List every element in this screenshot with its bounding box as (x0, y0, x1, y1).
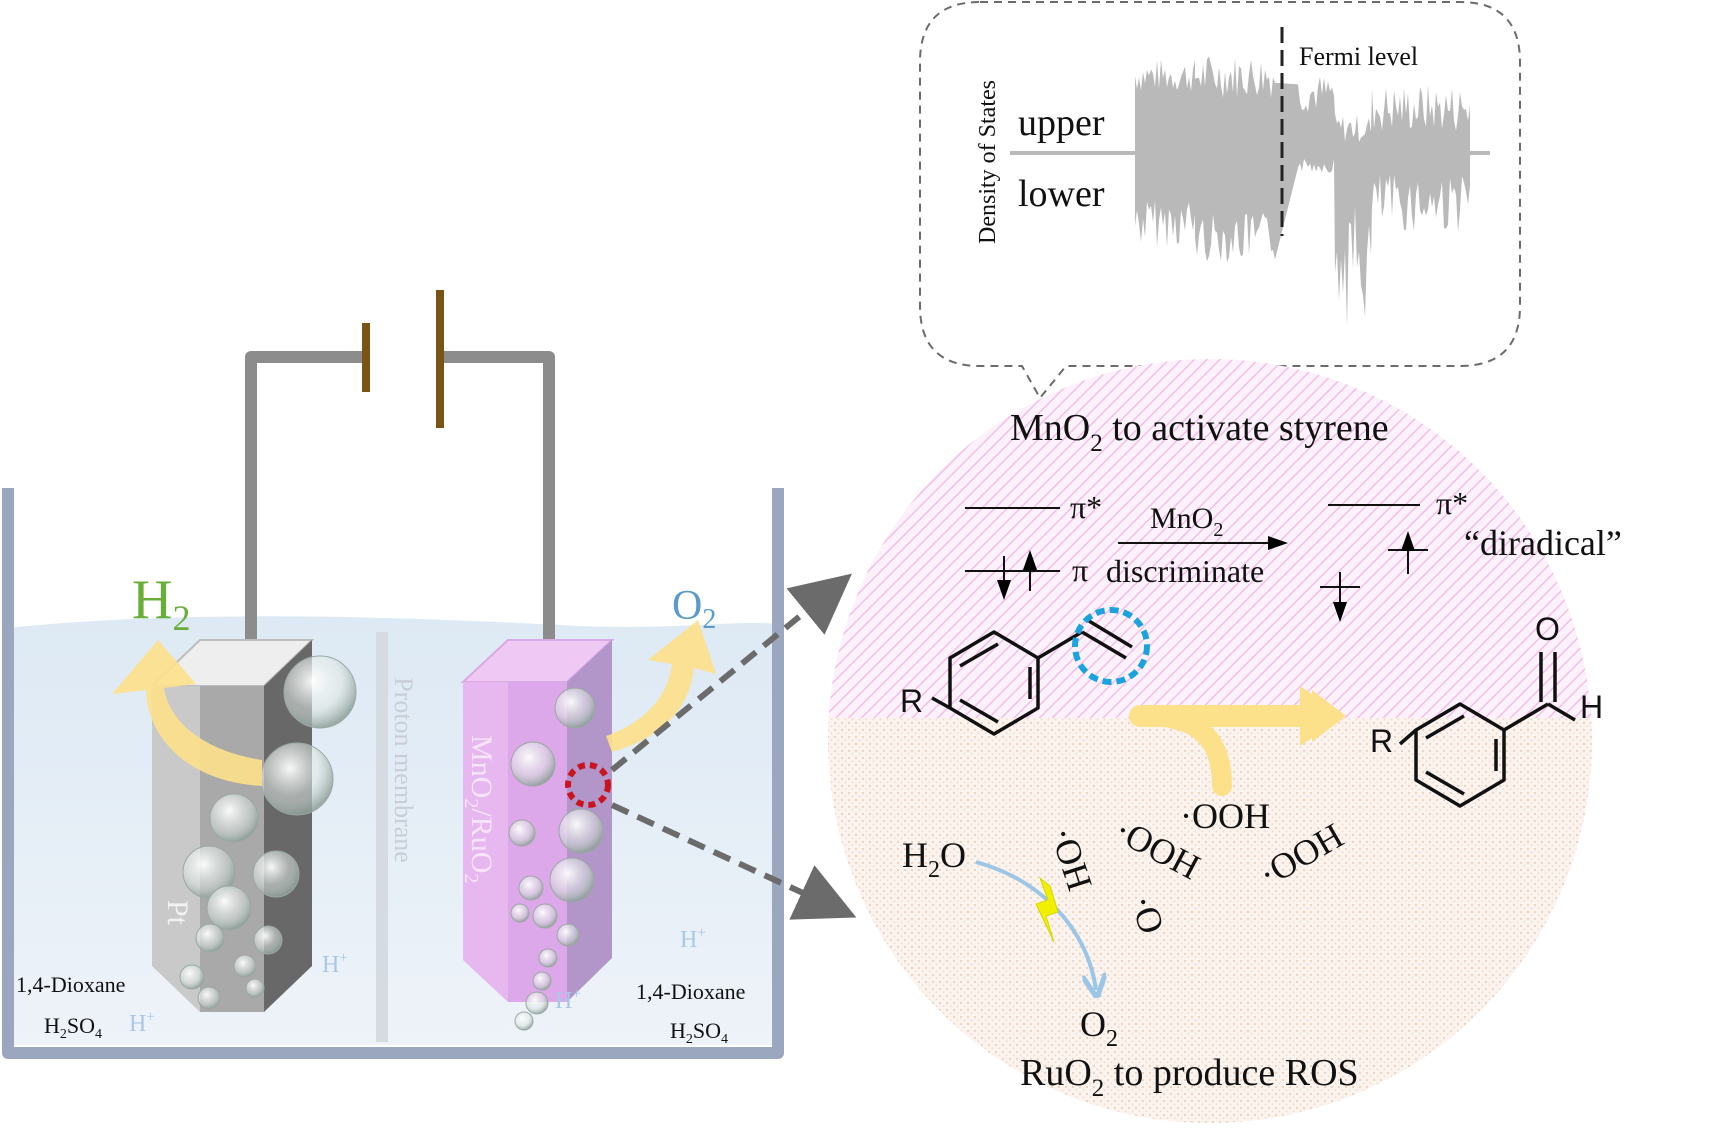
ooh-radical-top: ·OOH (1180, 796, 1270, 836)
ruo2-title: RuO2 to produce ROS (1020, 1052, 1359, 1102)
lightning-icon (1035, 876, 1059, 943)
tank-wall (2, 488, 784, 1059)
bubbles (179, 655, 604, 1031)
cathode-label: Pt (161, 900, 194, 926)
left-electrolyte-line1: 1,4-Dioxane (16, 972, 125, 997)
arrow-top-label: MnO2 (1150, 502, 1223, 541)
aldehyde-o-atom: O (1535, 611, 1560, 647)
o2-product: O2 (1080, 1004, 1118, 1052)
left-electrolyte-line2: H2SO4 (44, 1013, 102, 1042)
benzaldehyde-molecule (1398, 652, 1576, 808)
dos-ylabel: Density of States (975, 80, 1001, 244)
svg-text:H+: H+ (680, 925, 706, 953)
arrow-bottom-label: discriminate (1106, 553, 1264, 589)
pi-star-left: π* (1070, 489, 1102, 525)
dos-upper-spin (1135, 56, 1470, 153)
dos-upper-label: upper (1018, 102, 1105, 144)
wire-right (440, 351, 555, 640)
dos-lower-spin (1135, 153, 1470, 327)
dos-callout: Density of States upper lower Fermi leve… (919, 1, 1521, 400)
h2-evolution-arrow (112, 640, 262, 786)
orbital-diagram-left (965, 507, 1060, 600)
svg-text:H+: H+ (129, 1009, 155, 1037)
mechanism-circle: MnO2 to activate styrene π* π MnO2 discr… (828, 359, 1622, 1123)
right-electrolyte-line2: H2SO4 (670, 1018, 728, 1047)
svg-text:H+: H+ (555, 986, 581, 1014)
zoom-arrow-upper (610, 573, 852, 773)
dos-spectrum (1010, 56, 1490, 327)
diradical-label: “diradical” (1464, 523, 1622, 563)
electrolytic-cell: Proton membrane Pt MnO2/RuO2 (2, 290, 857, 1059)
fermi-level-label: Fermi level (1299, 42, 1418, 71)
o2-evolution-arrow (606, 620, 716, 752)
dos-lower-label: lower (1018, 173, 1105, 215)
pi-star-right: π* (1436, 485, 1468, 521)
anode-focus-circle (565, 762, 611, 808)
right-electrolyte-line1: 1,4-Dioxane (636, 979, 745, 1004)
anode-label: MnO2/RuO2 (460, 735, 498, 883)
aldehyde-h-atom: H (1580, 689, 1603, 725)
mno2-title: MnO2 to activate styrene (1010, 407, 1389, 457)
orbital-diagram-right (1320, 504, 1428, 622)
pi-left: π (1072, 552, 1088, 588)
zoom-arrow-lower (610, 802, 857, 920)
styrene-r-group: R (900, 683, 923, 719)
wire-left (245, 351, 366, 640)
styrene-molecule (931, 619, 1133, 736)
vinyl-focus-circle (1072, 607, 1150, 685)
h2-label: H2 (132, 569, 190, 638)
benzaldehyde-r-group: R (1370, 723, 1393, 759)
o2-label: O2 (672, 583, 716, 635)
oxidation-arrow-head-shape (1300, 686, 1344, 746)
membrane-label: Proton membrane (389, 677, 418, 863)
h2o-label: H2O (902, 835, 966, 883)
protons: H+ H+ H+ H+ (129, 925, 706, 1037)
svg-text:H+: H+ (322, 950, 348, 978)
proton-membrane (376, 632, 388, 1042)
